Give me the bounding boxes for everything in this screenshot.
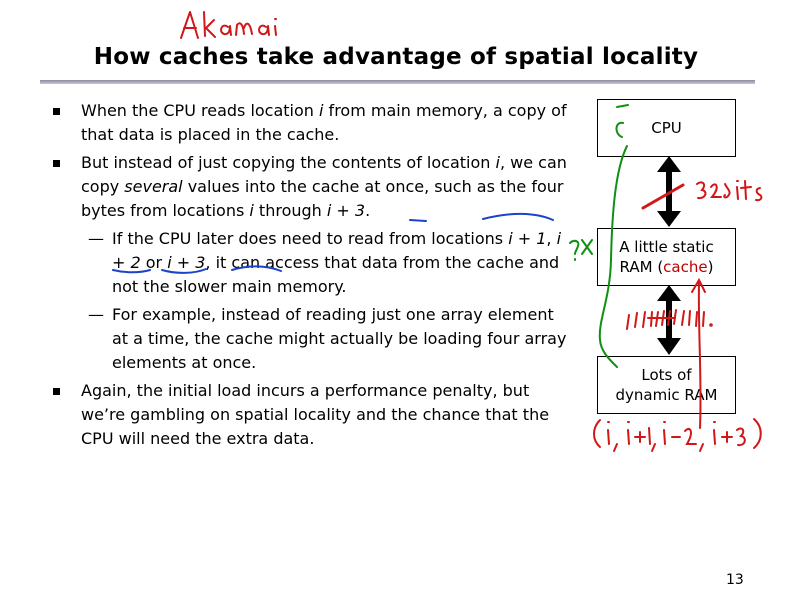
bullet-list: When the CPU reads location i from main … bbox=[52, 99, 572, 455]
cache-label-text: ) bbox=[707, 258, 714, 276]
cache-label-line2: RAM (cache) bbox=[620, 257, 714, 277]
handwritten-tally-marks bbox=[626, 309, 713, 330]
handwritten-sequence bbox=[593, 418, 762, 452]
page-number: 13 bbox=[726, 572, 744, 588]
dram-box: Lots of dynamic RAM bbox=[597, 356, 736, 414]
cache-dram-bus-arrow bbox=[657, 285, 681, 355]
bullet-item: But instead of just copying the contents… bbox=[52, 151, 572, 223]
sub-bullet-dash: — bbox=[88, 305, 104, 324]
cache-label-line1: A little static bbox=[619, 238, 714, 256]
var-i: i bbox=[495, 153, 500, 172]
bullet-marker bbox=[53, 108, 60, 115]
var-i-plus-2: i + 2 bbox=[112, 229, 562, 272]
bullet-text: from main memory, a copy of that data is… bbox=[81, 101, 567, 144]
var-i-plus-3: i + 3 bbox=[167, 253, 206, 272]
bullet-text: For example, instead of reading just one… bbox=[112, 305, 567, 372]
sub-bullet-item: — If the CPU later does need to read fro… bbox=[52, 227, 572, 299]
bullet-text: through bbox=[253, 201, 327, 220]
sub-bullet-dash: — bbox=[88, 229, 104, 248]
cpu-cache-bus-arrow bbox=[657, 156, 681, 227]
bullet-text: When the CPU reads location bbox=[81, 101, 320, 120]
cache-word: cache bbox=[663, 258, 708, 276]
slide-title: How caches take advantage of spatial loc… bbox=[93, 44, 699, 70]
bullet-text: , we can copy bbox=[81, 153, 567, 196]
dram-label-line1: Lots of bbox=[641, 366, 692, 384]
bullet-text: . bbox=[365, 201, 371, 220]
bullet-marker bbox=[53, 388, 60, 395]
bullet-text: values into the cache at once, such as t… bbox=[81, 177, 564, 220]
bullet-text: , it can access that data from the cache… bbox=[112, 253, 560, 296]
bullet-item: Again, the initial load incurs a perform… bbox=[52, 379, 572, 451]
emphasis-several: several bbox=[124, 177, 183, 196]
bullet-marker bbox=[53, 160, 60, 167]
var-i: i bbox=[319, 101, 324, 120]
handwritten-32-bits bbox=[641, 180, 763, 210]
bullet-text: If the CPU later does need to read from … bbox=[112, 229, 509, 248]
cpu-label: CPU bbox=[651, 119, 682, 137]
var-i-plus-3: i + 3 bbox=[326, 201, 366, 220]
cpu-box: CPU bbox=[597, 99, 736, 157]
bullet-text: or bbox=[140, 253, 168, 272]
cache-box: A little static RAM (cache) bbox=[597, 228, 736, 286]
var-i-plus-1: i + 1 bbox=[508, 229, 547, 248]
cache-label-text: RAM ( bbox=[619, 258, 664, 276]
bullet-text: , bbox=[546, 229, 557, 248]
bullet-item: When the CPU reads location i from main … bbox=[52, 99, 572, 147]
dram-label-line2: dynamic RAM bbox=[615, 386, 718, 404]
bullet-text: Again, the initial load incurs a perform… bbox=[81, 381, 550, 448]
sub-bullet-item: — For example, instead of reading just o… bbox=[52, 303, 572, 375]
var-i: i bbox=[249, 201, 254, 220]
title-underline bbox=[40, 80, 755, 84]
bullet-text: But instead of just copying the contents… bbox=[81, 153, 496, 172]
handwritten-akamai-annotation bbox=[180, 11, 277, 39]
